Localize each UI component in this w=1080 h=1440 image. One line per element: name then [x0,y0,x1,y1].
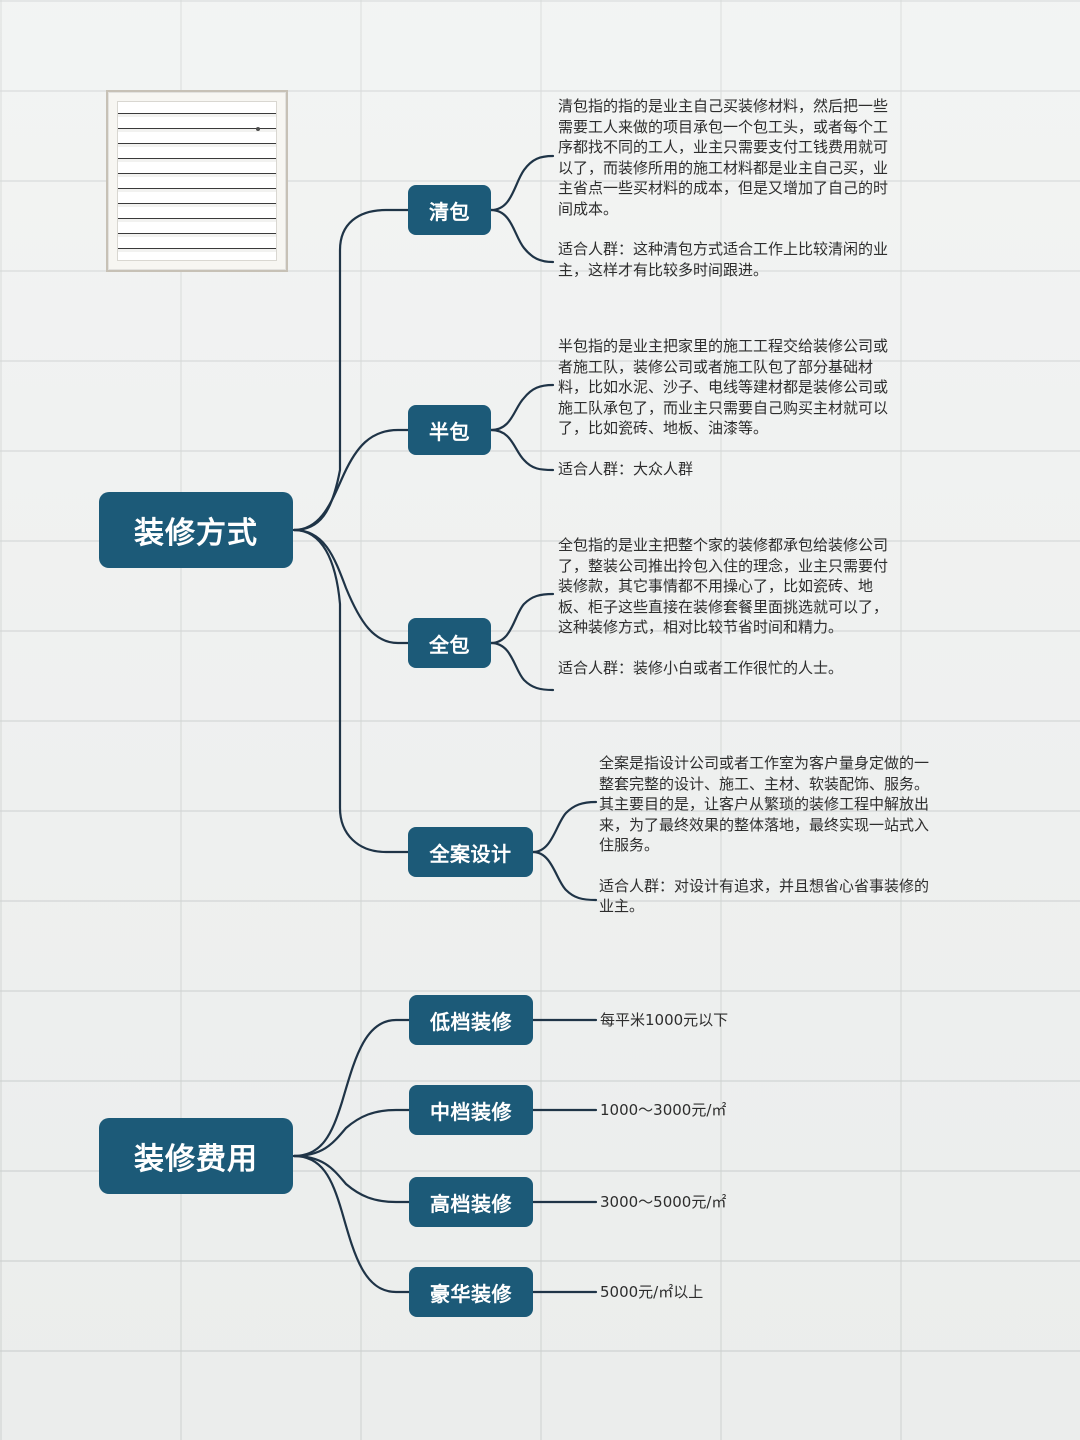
cost-value-luxury: 5000元/㎡以上 [600,1283,704,1301]
connector-root-cost-to-luxury [292,1154,411,1294]
connector-qingbao-desc-top [489,154,555,212]
connector-banbao-desc-bottom [489,428,555,472]
root-label-decoration-method: 装修方式 [134,516,258,551]
vent-screw [256,127,260,131]
connector-qingbao-desc-bottom [489,208,555,264]
branch-node-banbao: 半包 [408,405,491,455]
root-label-decoration-cost: 装修费用 [134,1142,258,1177]
branch-node-qingbao: 清包 [408,185,491,235]
description-group-qingbao: 清包指的指的是业主自己买装修材料，然后把一些需要工人来做的项目承包一个包工头，或… [558,96,898,280]
vent-louvers [117,101,277,261]
branch-node-mid-range-decoration: 中档装修 [409,1085,533,1135]
branch-label-quanan-design: 全案设计 [429,841,512,866]
branch-node-quanbao: 全包 [408,618,491,668]
description-group-quanan-design: 全案是指设计公司或者工作室为客户量身定做的一整套完整的设计、施工、主材、软装配饰… [599,753,939,917]
branch-node-high-end-decoration: 高档装修 [409,1177,533,1227]
connector-root-method-to-banbao [292,428,410,532]
root-node-decoration-cost: 装修费用 [99,1118,293,1194]
branch-node-low-end-decoration: 低档装修 [409,995,533,1045]
connector-quanan-desc-top [531,800,598,854]
connector-root-method-to-quanan [292,528,410,854]
description-quanbao-main: 全包指的是业主把整个家的装修都承包给装修公司了，整装公司推出拎包入住的理念，业主… [558,536,889,636]
connector-root-cost-to-mid [292,1108,411,1158]
branch-node-quanan-design: 全案设计 [408,827,533,877]
connector-root-method-to-qingbao [292,208,410,532]
description-group-quanbao: 全包指的是业主把整个家的装修都承包给装修公司了，整装公司推出拎包入住的理念，业主… [558,535,898,678]
cost-value-high-end: 3000～5000元/㎡ [600,1193,727,1211]
connector-root-cost-to-high [292,1154,411,1204]
branch-label-qingbao: 清包 [429,199,470,224]
description-qingbao-main: 清包指的指的是业主自己买装修材料，然后把一些需要工人来做的项目承包一个包工头，或… [558,97,889,218]
branch-label-high-end-decoration: 高档装修 [430,1191,512,1216]
cost-value-mid-range: 1000～3000元/㎡ [600,1101,727,1119]
description-gap [558,638,898,658]
connector-quanan-desc-bottom [531,850,598,902]
description-banbao-audience: 适合人群：大众人群 [558,459,694,478]
description-qingbao-audience: 适合人群：这种清包方式适合工作上比较清闲的业主，这样才有比较多时间跟进。 [558,240,889,279]
wall-vent-icon [106,90,288,272]
description-gap [558,219,898,239]
description-gap [558,439,898,459]
branch-label-banbao: 半包 [429,419,470,444]
connector-banbao-desc-top [489,383,555,432]
description-group-banbao: 半包指的是业主把家里的施工工程交给装修公司或者施工队，装修公司或者施工队包了部分… [558,336,898,479]
connector-root-method-to-quanbao [292,528,410,645]
connector-root-cost-to-low [292,1018,411,1158]
branch-label-low-end-decoration: 低档装修 [430,1009,512,1034]
cost-value-low-end: 每平米1000元以下 [600,1011,729,1029]
branch-label-quanbao: 全包 [429,632,470,657]
description-quanan-design-audience: 适合人群：对设计有追求，并且想省心省事装修的业主。 [599,876,930,916]
branch-node-luxury-decoration: 豪华装修 [409,1267,533,1317]
branch-label-luxury-decoration: 豪华装修 [430,1281,512,1306]
description-gap [599,856,939,876]
connector-quanbao-desc-top [489,592,555,645]
root-node-decoration-method: 装修方式 [99,492,293,568]
connector-quanbao-desc-bottom [489,641,555,692]
description-banbao-main: 半包指的是业主把家里的施工工程交给装修公司或者施工队，装修公司或者施工队包了部分… [558,337,889,437]
description-quanbao-audience: 适合人群：装修小白或者工作很忙的人士。 [558,658,844,677]
description-quanan-design-main: 全案是指设计公司或者工作室为客户量身定做的一整套完整的设计、施工、主材、软装配饰… [599,754,930,854]
branch-label-mid-range-decoration: 中档装修 [430,1099,512,1124]
